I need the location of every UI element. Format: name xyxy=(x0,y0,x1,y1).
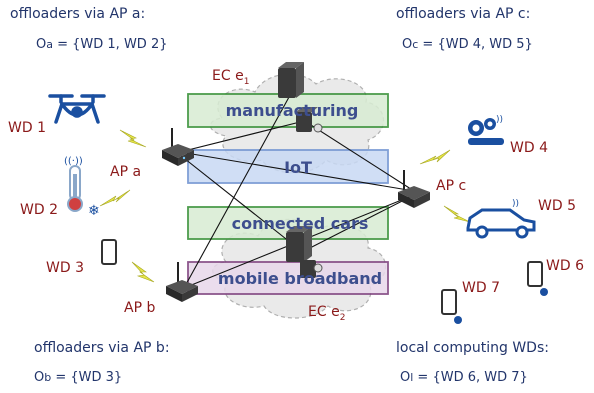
group-set-c: Oc = {WD 4, WD 5} xyxy=(402,37,533,52)
group-set-b: Ob = {WD 3} xyxy=(34,370,122,385)
tablet-icon-wd3 xyxy=(101,239,117,265)
slice-label-manufacturing: manufacturing xyxy=(226,101,359,120)
thermometer-icon: ((·)) ❄ xyxy=(64,156,100,219)
car-icon: )) xyxy=(466,199,536,239)
group-heading-c: offloaders via AP c: xyxy=(396,6,530,22)
ec-label-e1: EC e1 xyxy=(212,68,249,87)
wireless-link-bolts xyxy=(99,129,471,283)
group-set-local: Ol = {WD 6, WD 7} xyxy=(400,370,528,385)
tablet-gear-icon-wd7 xyxy=(441,289,462,324)
svg-text:)): )) xyxy=(496,115,503,125)
slice-mobile-broadband xyxy=(187,261,389,295)
wd-label-1: WD 1 xyxy=(8,120,46,136)
ap-label-b: AP b xyxy=(124,300,155,316)
wd-label-5: WD 5 xyxy=(538,198,576,214)
group-set-a: Oa = {WD 1, WD 2} xyxy=(36,37,167,52)
drone-icon xyxy=(48,94,106,124)
ap-label-a: AP a xyxy=(110,164,141,180)
server-icon-e2 xyxy=(286,226,323,278)
router-icon-ap-b xyxy=(166,262,198,302)
ap-label-c: AP c xyxy=(436,178,466,194)
router-icon-ap-c xyxy=(398,170,430,208)
svg-text:)): )) xyxy=(512,199,519,209)
slice-label-iot: IoT xyxy=(284,158,312,177)
ec-label-e2: EC e2 xyxy=(308,304,345,323)
wd-label-3: WD 3 xyxy=(46,260,84,276)
slice-label-connected-cars: connected cars xyxy=(232,214,369,233)
server-icon-e1 xyxy=(278,62,323,133)
slice-iot xyxy=(187,149,389,184)
wd-label-4: WD 4 xyxy=(510,140,548,156)
factory-gear-icon: )) xyxy=(468,115,504,145)
tablet-gear-icon-wd6 xyxy=(527,261,548,296)
router-icon-ap-a xyxy=(162,128,194,166)
group-heading-a: offloaders via AP a: xyxy=(10,6,145,22)
wd-label-7: WD 7 xyxy=(462,280,500,296)
wd-label-6: WD 6 xyxy=(546,258,584,274)
svg-text:((·)): ((·)) xyxy=(64,156,83,167)
wd-label-2: WD 2 xyxy=(20,202,58,218)
group-heading-local: local computing WDs: xyxy=(396,340,549,356)
group-heading-b: offloaders via AP b: xyxy=(34,340,170,356)
svg-text:❄: ❄ xyxy=(88,203,100,219)
slice-label-mobile-broadband: mobile broadband xyxy=(218,269,382,288)
